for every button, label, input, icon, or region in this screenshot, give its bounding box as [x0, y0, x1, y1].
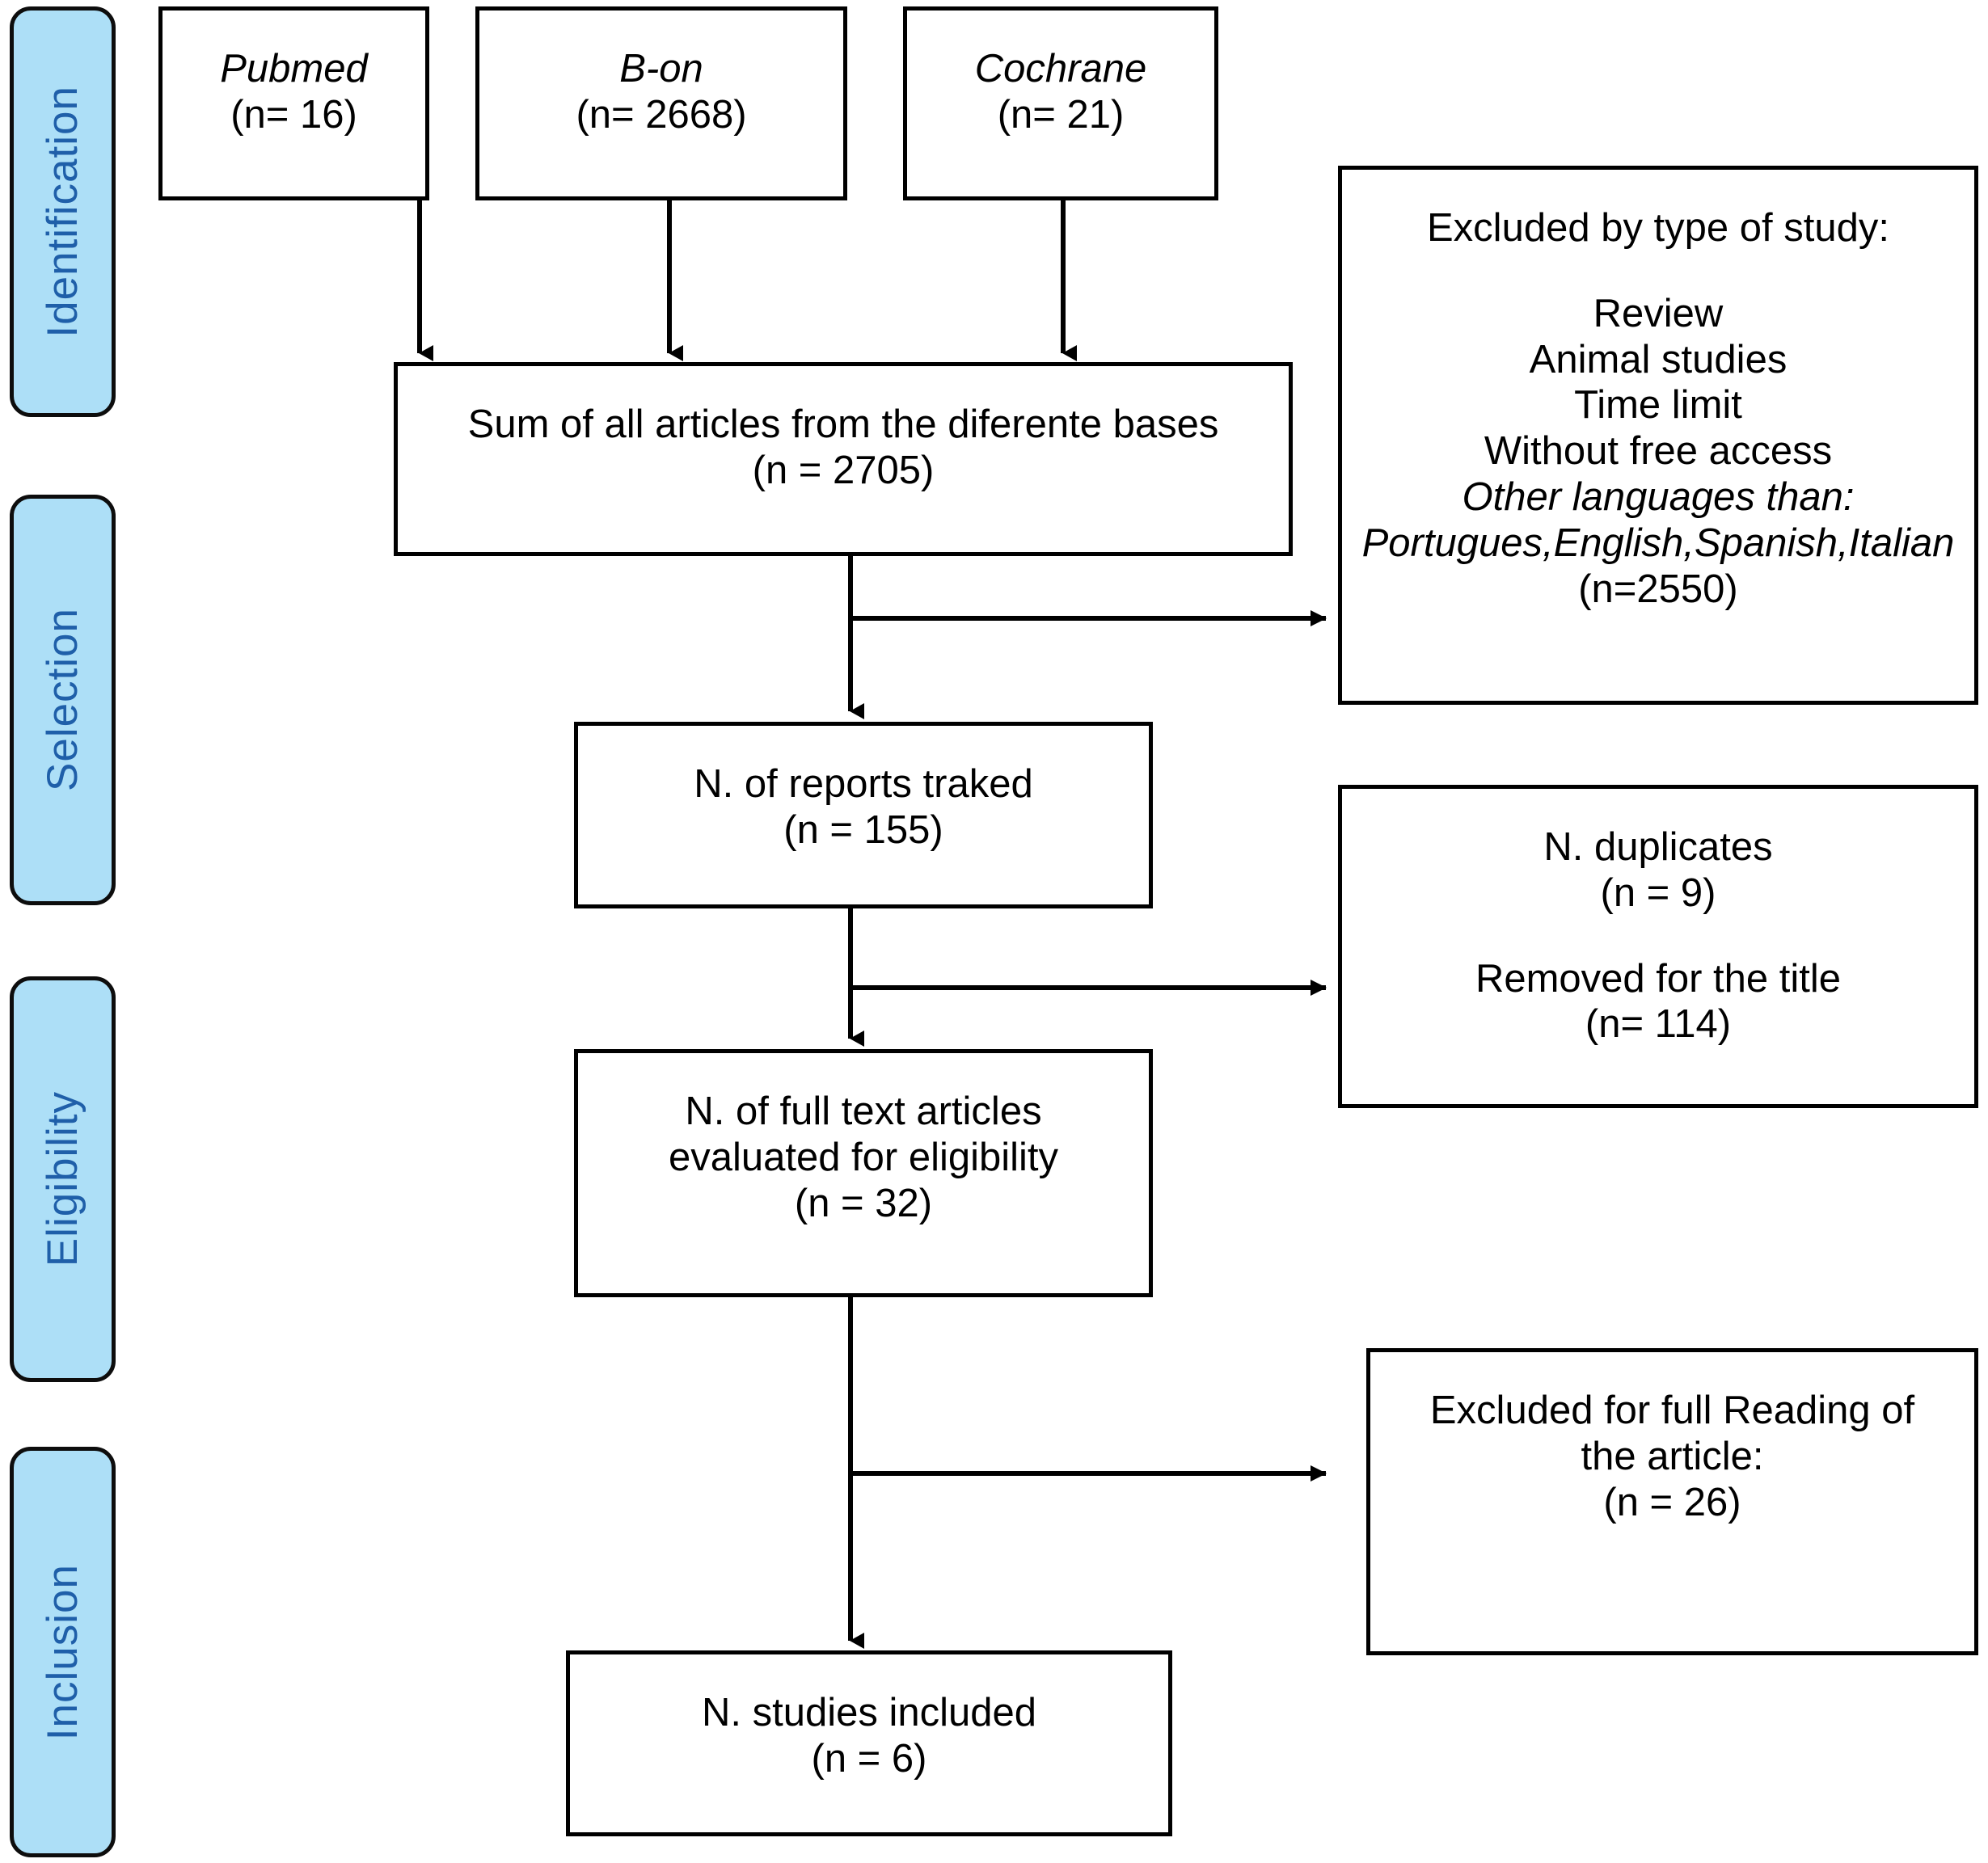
- full-text-line-1: N. of full text articles: [685, 1090, 1042, 1133]
- excluded-reading-count: (n = 26): [1603, 1480, 1741, 1524]
- stage-tab-eligibility[interactable]: Eligibility: [10, 976, 116, 1382]
- excluded-by-type-heading: Excluded by type of study:: [1427, 206, 1889, 250]
- node-full-text-articles[interactable]: N. of full text articles evaluated for e…: [574, 1049, 1153, 1297]
- source-box-bon[interactable]: B-on (n= 2668): [475, 6, 847, 200]
- duplicates-text: N. duplicates: [1543, 825, 1773, 869]
- removed-for-title-count: (n= 114): [1585, 1002, 1732, 1047]
- excluded-reason-without-free-access: Without free access: [1484, 429, 1833, 474]
- full-text-line-2: evaluated for eligibility: [668, 1135, 1059, 1179]
- source-name-cochrane: Cochrane: [974, 47, 1147, 91]
- source-count-bon: (n= 2668): [576, 92, 747, 137]
- reports-tracked-text: N. of reports traked: [694, 762, 1033, 806]
- node-sum-of-articles[interactable]: Sum of all articles from the diferente b…: [394, 362, 1293, 556]
- node-studies-included[interactable]: N. studies included (n = 6): [566, 1650, 1172, 1836]
- excluded-reason-animal-studies: Animal studies: [1529, 337, 1788, 381]
- node-excluded-by-type[interactable]: Excluded by type of study: Review Animal…: [1338, 166, 1978, 705]
- source-name-bon: B-on: [619, 47, 703, 91]
- sum-of-articles-count: (n = 2705): [752, 448, 935, 492]
- studies-included-count: (n = 6): [811, 1736, 927, 1781]
- duplicates-count: (n = 9): [1600, 870, 1716, 915]
- stage-label-identification: Identification: [39, 86, 87, 338]
- removed-for-title-text: Removed for the title: [1475, 956, 1842, 1001]
- full-text-count: (n = 32): [794, 1181, 933, 1225]
- stage-tab-inclusion[interactable]: Inclusion: [10, 1447, 116, 1857]
- excluded-by-type-count: (n=2550): [1578, 567, 1738, 611]
- stage-tab-identification[interactable]: Identification: [10, 6, 116, 417]
- excluded-reading-line-2: the article:: [1581, 1434, 1764, 1478]
- node-duplicates-removed[interactable]: N. duplicates (n = 9) Removed for the ti…: [1338, 785, 1978, 1108]
- excluded-languages-label: Other languages than:: [1462, 475, 1855, 520]
- node-reports-tracked[interactable]: N. of reports traked (n = 155): [574, 722, 1153, 908]
- source-name-pubmed: Pubmed: [220, 47, 368, 91]
- excluded-reading-line-1: Excluded for full Reading of: [1429, 1389, 1915, 1432]
- excluded-reason-time-limit: Time limit: [1574, 383, 1742, 428]
- reports-tracked-count: (n = 155): [783, 807, 943, 852]
- node-excluded-full-reading[interactable]: Excluded for full Reading of the article…: [1366, 1348, 1978, 1655]
- stage-label-inclusion: Inclusion: [39, 1563, 87, 1741]
- stage-label-eligibility: Eligibility: [39, 1091, 87, 1267]
- stage-label-selection: Selection: [39, 608, 87, 792]
- excluded-reason-review: Review: [1593, 291, 1724, 335]
- source-box-pubmed[interactable]: Pubmed (n= 16): [158, 6, 429, 200]
- source-count-pubmed: (n= 16): [230, 92, 357, 137]
- source-count-cochrane: (n= 21): [997, 92, 1125, 137]
- source-box-cochrane[interactable]: Cochrane (n= 21): [903, 6, 1218, 200]
- excluded-languages-list: Portugues,English,Spanish,Italian: [1361, 521, 1955, 565]
- sum-of-articles-text: Sum of all articles from the diferente b…: [467, 403, 1219, 446]
- stage-tab-selection[interactable]: Selection: [10, 495, 116, 905]
- studies-included-text: N. studies included: [701, 1691, 1036, 1734]
